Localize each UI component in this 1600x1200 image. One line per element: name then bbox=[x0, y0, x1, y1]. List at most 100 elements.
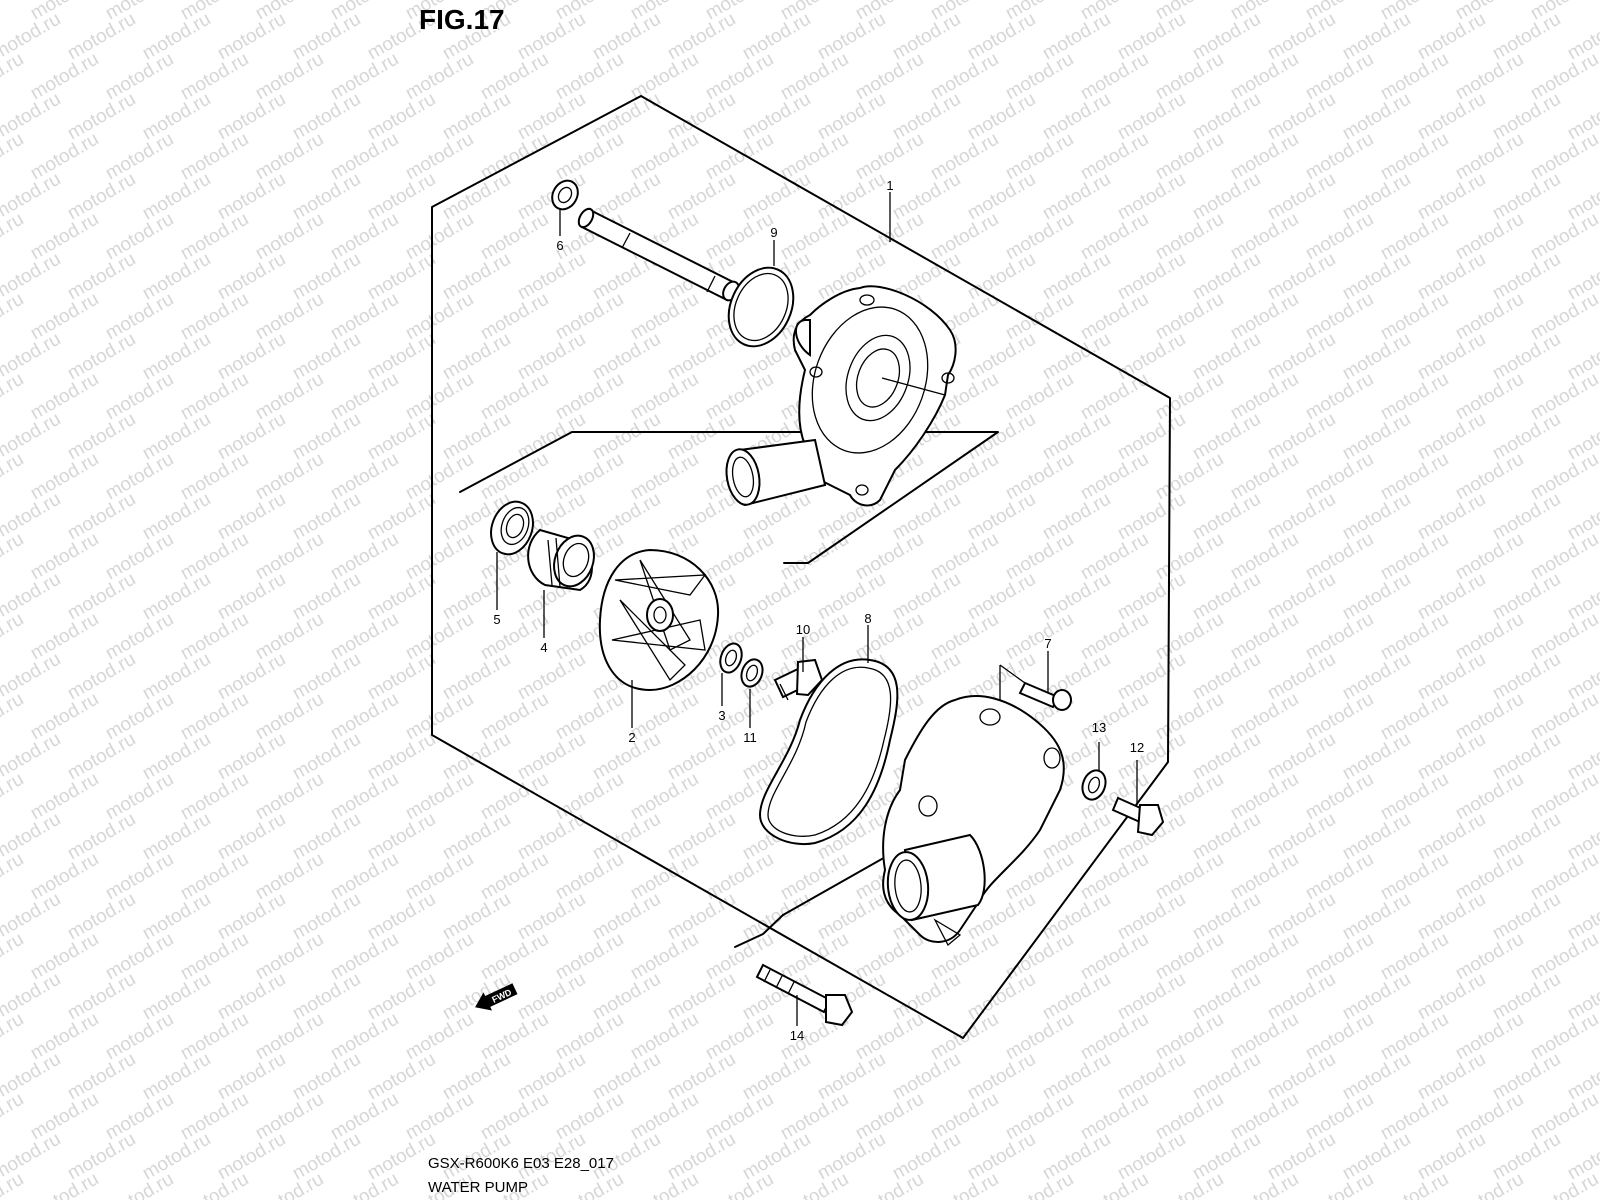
watermark-text: motod.ru bbox=[102, 609, 177, 665]
watermark-text: motod.ru bbox=[402, 769, 477, 825]
part-11-washer[interactable] bbox=[738, 656, 766, 689]
watermark-text: motod.ru bbox=[1527, 1169, 1600, 1200]
watermark-text: motod.ru bbox=[889, 1129, 964, 1185]
watermark-text: motod.ru bbox=[1414, 169, 1489, 225]
watermark-text: motod.ru bbox=[1264, 1129, 1339, 1185]
part-3-washer[interactable] bbox=[716, 640, 745, 675]
watermark-text: motod.ru bbox=[0, 129, 27, 185]
watermark-text: motod.ru bbox=[1527, 929, 1600, 985]
watermark-text: motod.ru bbox=[1489, 249, 1564, 305]
watermark-text: motod.ru bbox=[477, 289, 552, 345]
watermark-text: motod.ru bbox=[1152, 209, 1227, 265]
watermark-text: motod.ru bbox=[1489, 729, 1564, 785]
watermark-text: motod.ru bbox=[1527, 49, 1600, 105]
watermark-text: motod.ru bbox=[589, 889, 664, 945]
watermark-text: motod.ru bbox=[852, 609, 927, 665]
callout-4[interactable]: 4 bbox=[540, 640, 547, 655]
callout-10[interactable]: 10 bbox=[796, 622, 810, 637]
watermark-text: motod.ru bbox=[852, 529, 927, 585]
watermark-text: motod.ru bbox=[64, 889, 139, 945]
watermark-text: motod.ru bbox=[627, 929, 702, 985]
watermark-text: motod.ru bbox=[1302, 769, 1377, 825]
watermark-text: motod.ru bbox=[1152, 1169, 1227, 1200]
watermark-text: motod.ru bbox=[964, 1129, 1039, 1185]
watermark-text: motod.ru bbox=[1377, 49, 1452, 105]
watermark-text: motod.ru bbox=[1039, 889, 1114, 945]
watermark-text: motod.ru bbox=[214, 409, 289, 465]
callout-14[interactable]: 14 bbox=[790, 1028, 804, 1043]
part-5-oil-seal[interactable] bbox=[484, 496, 540, 560]
callout-2[interactable]: 2 bbox=[628, 730, 635, 745]
watermark-text: motod.ru bbox=[514, 249, 589, 305]
watermark-text: motod.ru bbox=[177, 49, 252, 105]
watermark-text: motod.ru bbox=[852, 1009, 927, 1065]
watermark-text: motod.ru bbox=[439, 1049, 514, 1105]
watermark-text: motod.ru bbox=[139, 489, 214, 545]
callout-7[interactable]: 7 bbox=[1044, 636, 1051, 651]
watermark-text: motod.ru bbox=[1489, 649, 1564, 705]
part-9-o-ring[interactable] bbox=[716, 257, 805, 357]
watermark-text: motod.ru bbox=[777, 209, 852, 265]
callout-13[interactable]: 13 bbox=[1092, 720, 1106, 735]
callout-9[interactable]: 9 bbox=[770, 225, 777, 240]
part-13-washer[interactable] bbox=[1079, 767, 1110, 803]
watermark-text: motod.ru bbox=[1452, 369, 1527, 425]
watermark-text: motod.ru bbox=[1152, 129, 1227, 185]
part-4-mechanical-seal[interactable] bbox=[527, 528, 601, 592]
part-8-gasket[interactable] bbox=[758, 658, 899, 846]
watermark-text: motod.ru bbox=[589, 329, 664, 385]
watermark-text: motod.ru bbox=[1077, 1089, 1152, 1145]
watermark-text: motod.ru bbox=[1077, 209, 1152, 265]
watermark-text: motod.ru bbox=[1227, 769, 1302, 825]
watermark-text: motod.ru bbox=[252, 849, 327, 905]
watermark-text: motod.ru bbox=[1377, 689, 1452, 745]
watermark-text: motod.ru bbox=[252, 369, 327, 425]
watermark-text: motod.ru bbox=[102, 849, 177, 905]
callout-8[interactable]: 8 bbox=[864, 611, 871, 626]
watermark-text: motod.ru bbox=[1527, 289, 1600, 345]
watermark-text: motod.ru bbox=[1264, 969, 1339, 1025]
watermark-text: motod.ru bbox=[664, 329, 739, 385]
watermark-text: motod.ru bbox=[1452, 1089, 1527, 1145]
watermark-text: motod.ru bbox=[1039, 9, 1114, 65]
watermark-text: motod.ru bbox=[664, 169, 739, 225]
watermark-text: motod.ru bbox=[1227, 1089, 1302, 1145]
watermark-text: motod.ru bbox=[514, 1049, 589, 1105]
watermark-text: motod.ru bbox=[777, 529, 852, 585]
watermark-text: motod.ru bbox=[27, 1169, 102, 1200]
watermark-text: motod.ru bbox=[552, 1169, 627, 1200]
watermark-text: motod.ru bbox=[1489, 329, 1564, 385]
watermark-text: motod.ru bbox=[927, 449, 1002, 505]
watermark-text: motod.ru bbox=[1452, 449, 1527, 505]
watermark-text: motod.ru bbox=[1377, 529, 1452, 585]
watermark-text: motod.ru bbox=[1302, 209, 1377, 265]
watermark-text: motod.ru bbox=[289, 249, 364, 305]
watermark-text: motod.ru bbox=[0, 0, 27, 24]
callout-3[interactable]: 3 bbox=[718, 708, 725, 723]
watermark-text: motod.ru bbox=[364, 329, 439, 385]
watermark-text: motod.ru bbox=[252, 1169, 327, 1200]
watermark-text: motod.ru bbox=[327, 209, 402, 265]
part-6-washer[interactable] bbox=[547, 176, 583, 214]
watermark-text: motod.ru bbox=[0, 49, 27, 105]
watermark-text: motod.ru bbox=[289, 169, 364, 225]
watermark-text: motod.ru bbox=[477, 689, 552, 745]
watermark-text: motod.ru bbox=[139, 9, 214, 65]
callout-11[interactable]: 11 bbox=[743, 730, 757, 745]
part-12-bolt[interactable] bbox=[1111, 796, 1165, 837]
callout-12[interactable]: 12 bbox=[1130, 740, 1144, 755]
callout-6[interactable]: 6 bbox=[556, 238, 563, 253]
callout-1[interactable]: 1 bbox=[886, 178, 893, 193]
part-1-pump-body[interactable] bbox=[722, 285, 957, 507]
part-2-impeller[interactable] bbox=[598, 548, 720, 692]
watermark-text: motod.ru bbox=[1339, 409, 1414, 465]
part-14-long-bolt[interactable] bbox=[755, 963, 854, 1027]
watermark-text: motod.ru bbox=[27, 129, 102, 185]
watermark-text: motod.ru bbox=[1339, 1129, 1414, 1185]
part-7-bolt[interactable] bbox=[1018, 681, 1072, 711]
watermark-text: motod.ru bbox=[664, 889, 739, 945]
callout-5[interactable]: 5 bbox=[493, 612, 500, 627]
watermark-text: motod.ru bbox=[102, 929, 177, 985]
watermark-text: motod.ru bbox=[702, 529, 777, 585]
watermark-text: motod.ru bbox=[664, 409, 739, 465]
